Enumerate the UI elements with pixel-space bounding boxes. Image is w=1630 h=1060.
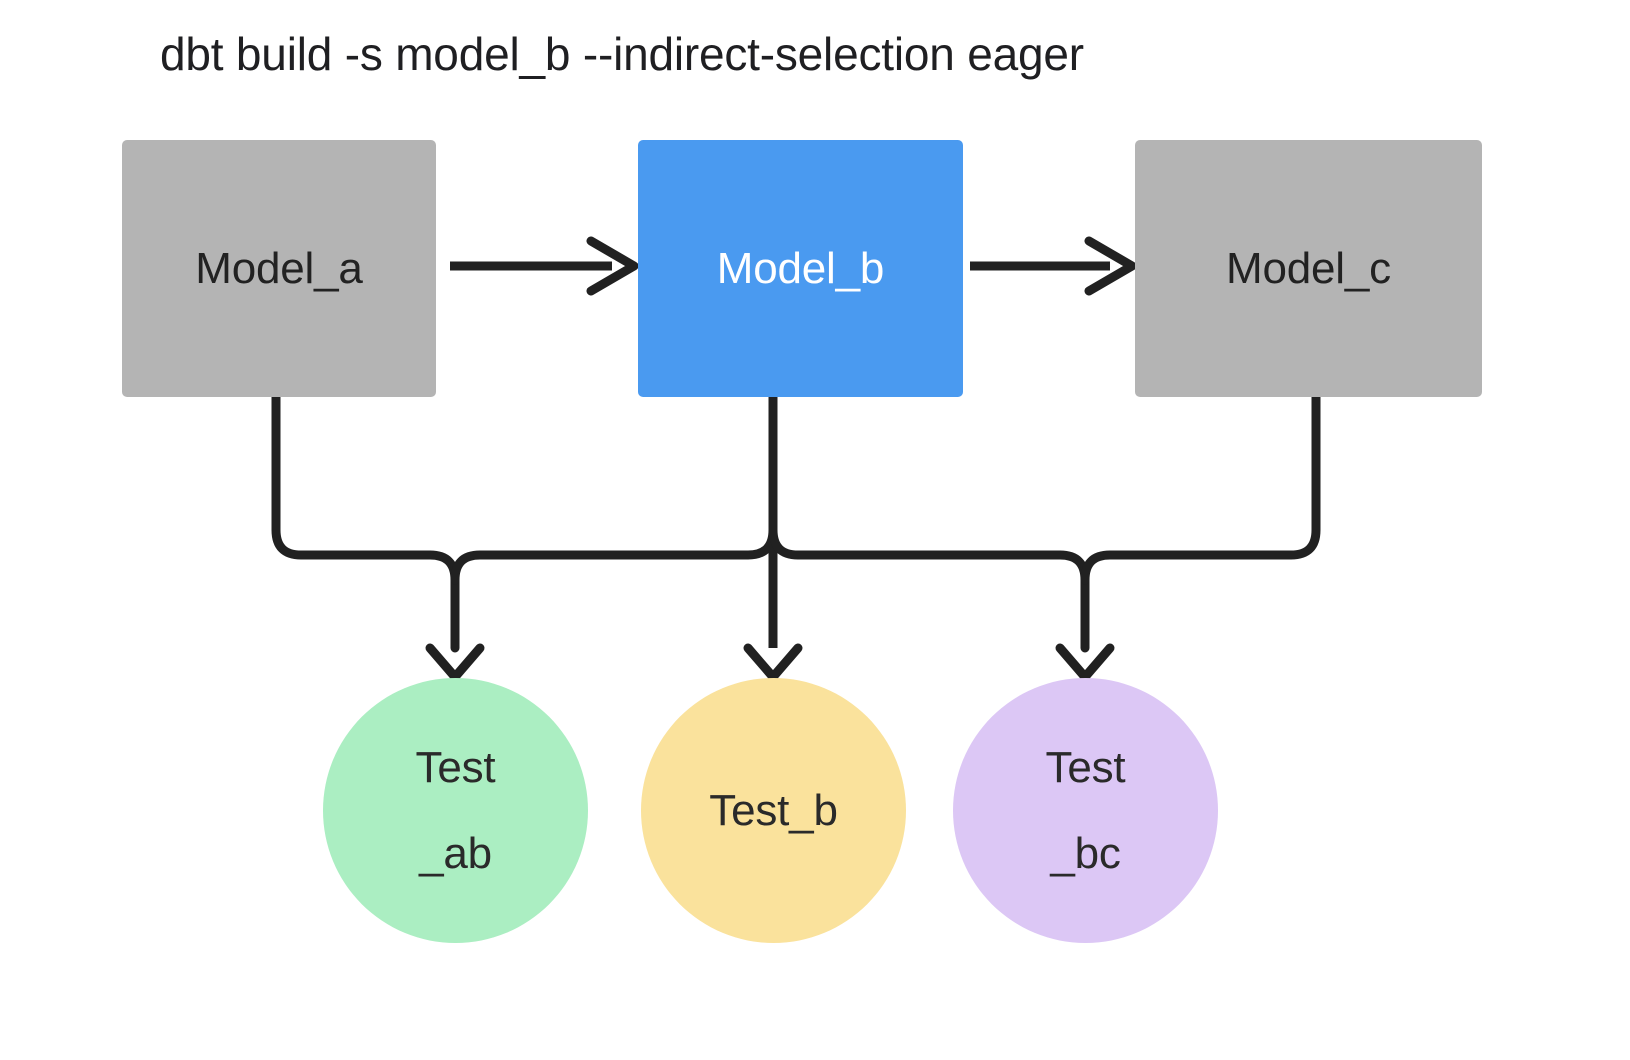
node-test-b[interactable]: Test_b — [641, 678, 906, 943]
edge-model-b-to-test-ab — [450, 392, 778, 585]
node-model-c[interactable]: Model_c — [1135, 140, 1482, 397]
node-test-bc[interactable]: Test _bc — [953, 678, 1218, 943]
edge-model-c-to-test-bc — [1080, 392, 1321, 585]
edge-model-b-to-test-bc — [768, 392, 1090, 653]
node-model-b-label: Model_b — [716, 243, 885, 293]
node-test-ab[interactable]: Test _ab — [323, 678, 588, 943]
edge-model-b-to-model-c — [970, 236, 1137, 296]
node-test-bc-label: Test _bc — [1045, 742, 1126, 878]
arrowhead-test-ab — [425, 643, 485, 682]
node-test-b-label: Test_b — [709, 785, 838, 835]
page-title: dbt build -s model_b --indirect-selectio… — [160, 28, 1084, 80]
arrowhead-test-b — [743, 643, 803, 682]
node-model-c-label: Model_c — [1226, 243, 1391, 293]
edge-model-a-to-model-b — [450, 236, 639, 296]
edge-model-a-to-test-ab — [271, 392, 460, 653]
node-model-a[interactable]: Model_a — [122, 140, 436, 397]
arrowhead-test-bc — [1055, 643, 1115, 682]
node-model-b[interactable]: Model_b — [638, 140, 963, 397]
node-model-a-label: Model_a — [195, 243, 363, 293]
node-test-ab-label: Test _ab — [415, 742, 496, 878]
